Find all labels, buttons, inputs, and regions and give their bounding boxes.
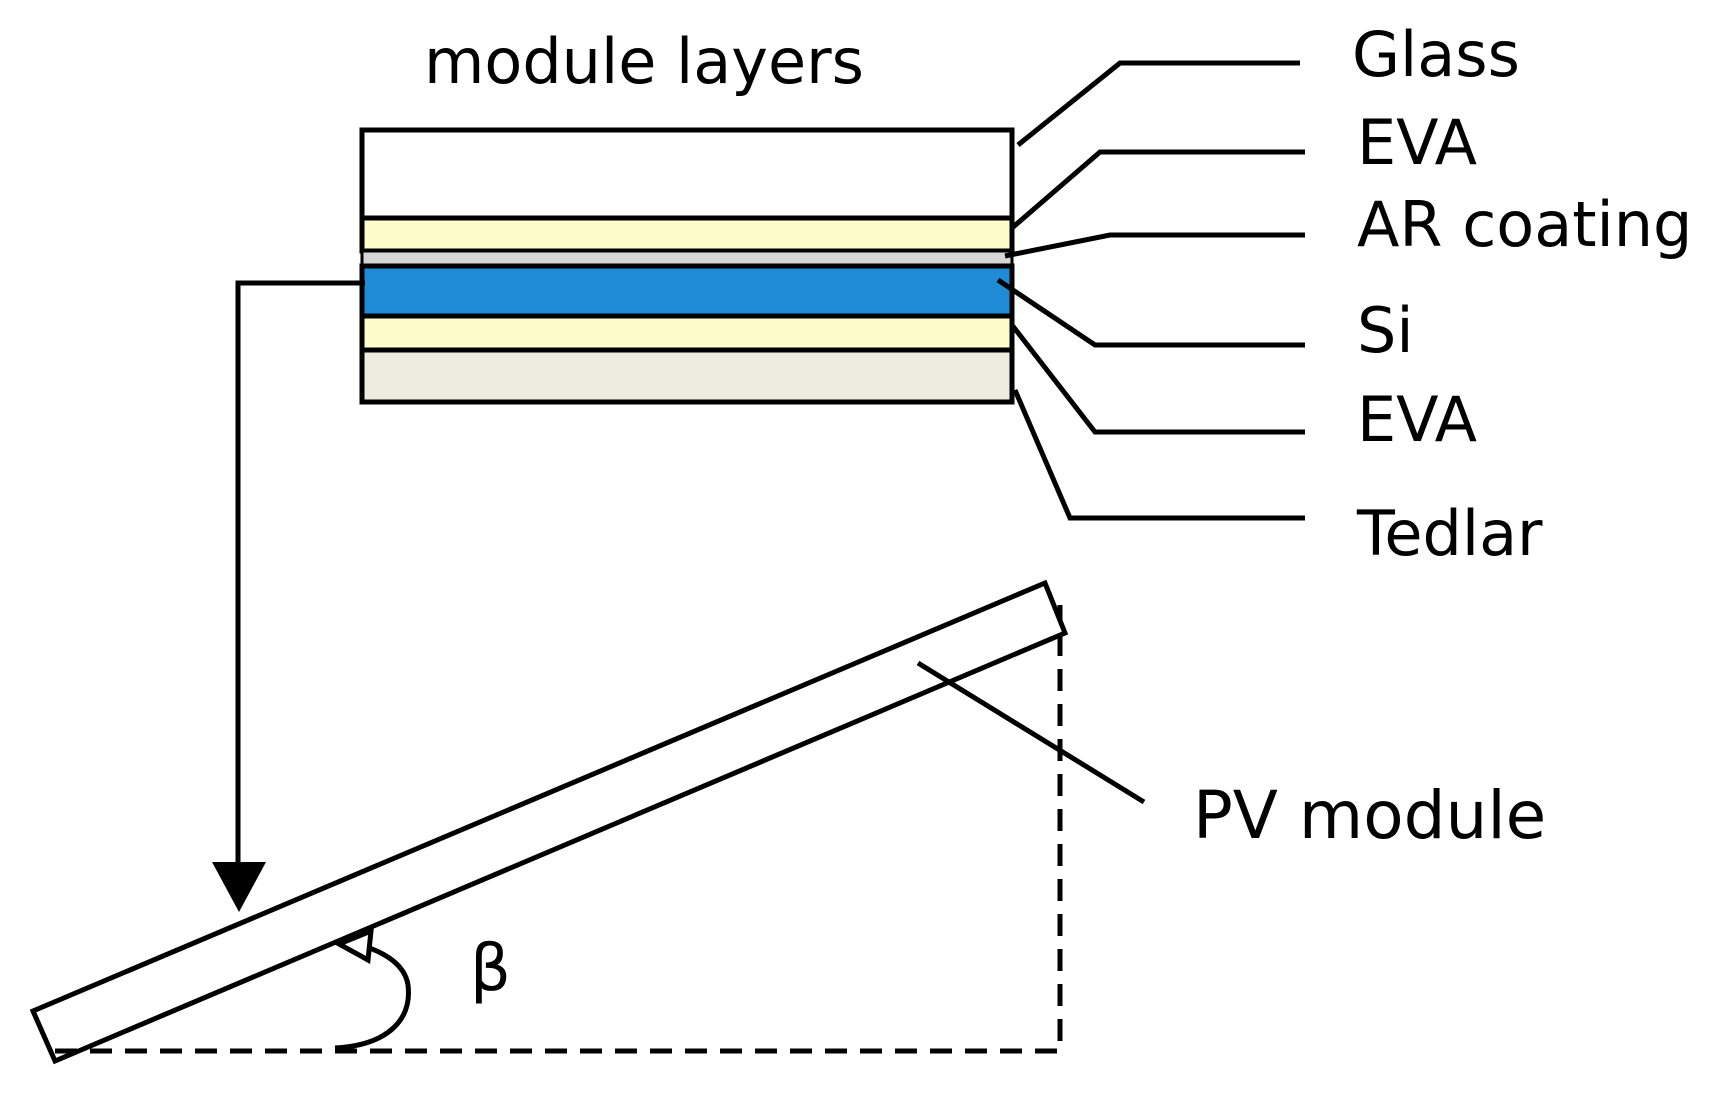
leader-ar-coating (1004, 232, 1305, 259)
label-eva-top: EVA (1357, 106, 1477, 179)
layer-eva-bottom (359, 313, 1015, 353)
angle-arc (334, 942, 411, 1051)
layer-labels: Glass EVA AR coating Si EVA Tedlar (1352, 18, 1692, 570)
layer-stack (359, 127, 1015, 405)
angle-arrow-head (333, 927, 374, 965)
layer-si (359, 263, 1015, 319)
label-eva-bottom: EVA (1357, 383, 1477, 456)
layer-eva-top (359, 215, 1015, 254)
leader-eva-bottom (1010, 323, 1305, 435)
zoom-arrow-line (235, 280, 365, 870)
label-tedlar: Tedlar (1356, 497, 1543, 570)
layer-glass (359, 127, 1015, 221)
leader-glass (1016, 60, 1300, 147)
pv-module-panel (29, 579, 1069, 1065)
label-ar-coating: AR coating (1357, 188, 1692, 261)
leader-eva-top (1010, 149, 1305, 230)
leader-lines (996, 60, 1305, 521)
leader-tedlar (1012, 389, 1305, 521)
label-angle-beta: β (470, 932, 511, 1006)
reference-triangle (55, 605, 1063, 1054)
leader-pv-module (916, 660, 1146, 805)
label-glass: Glass (1352, 18, 1520, 91)
label-si: Si (1357, 294, 1414, 367)
label-pv-module: PV module (1193, 777, 1546, 854)
leader-si (996, 277, 1305, 348)
layer-tedlar (359, 347, 1015, 405)
diagram-title: module layers (424, 25, 864, 98)
zoom-arrow-head (212, 862, 266, 912)
